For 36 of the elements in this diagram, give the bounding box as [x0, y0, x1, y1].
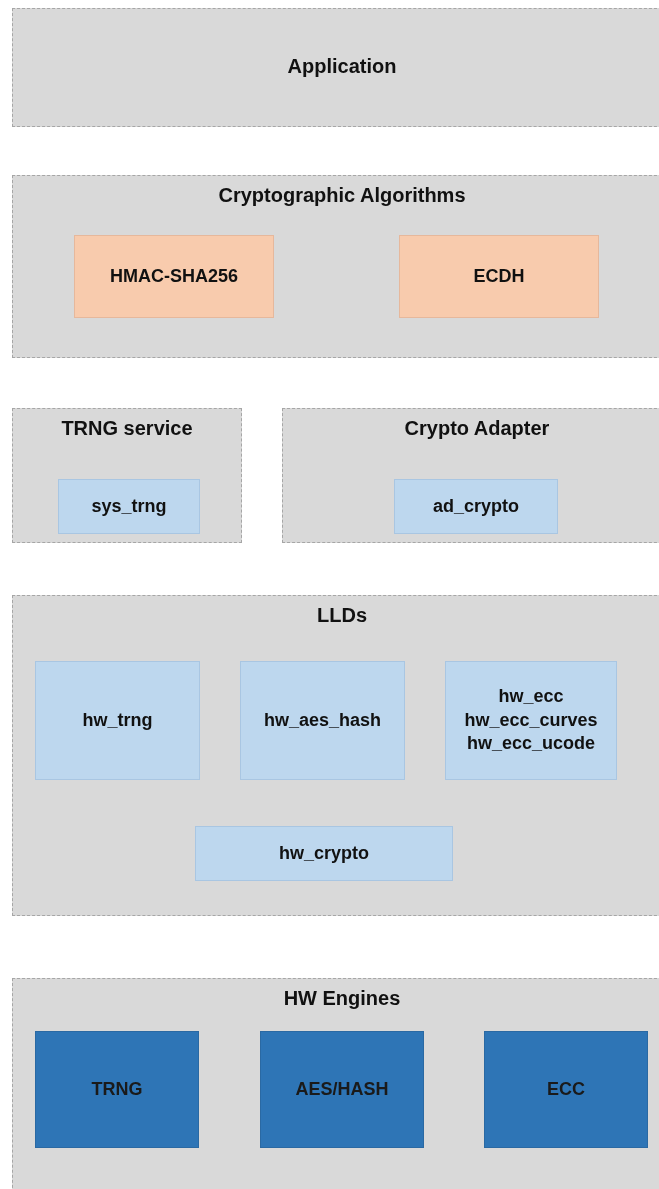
module-box	[445, 661, 617, 780]
layer-panel	[12, 175, 659, 358]
layer-panel	[12, 595, 659, 916]
module-label: ECDH	[473, 264, 525, 288]
module-box	[484, 1031, 648, 1148]
layer-title: LLDs	[316, 604, 368, 627]
module-box	[35, 661, 200, 780]
module-label: hw_ecc	[498, 685, 564, 709]
module-label: hw_crypto	[279, 841, 369, 865]
layer-panel	[282, 408, 659, 543]
module-label: hw_aes_hash	[263, 708, 382, 732]
module-box	[399, 235, 599, 318]
module-label: sys_trng	[91, 494, 167, 518]
layer-title: Application	[286, 55, 398, 78]
module-label: hw_ecc_ucode	[466, 732, 596, 756]
module-label: TRNG	[91, 1077, 143, 1101]
module-label: ad_crypto	[433, 494, 519, 518]
layer-panel	[12, 978, 659, 1189]
module-box	[58, 479, 200, 534]
module-label: ECC	[547, 1077, 585, 1101]
layer-title: Cryptographic Algorithms	[217, 184, 467, 207]
layer-title: HW Engines	[282, 987, 402, 1010]
layer-title: TRNG service	[60, 417, 194, 440]
module-box	[195, 826, 453, 881]
module-label: AES/HASH	[295, 1077, 389, 1101]
layer-panel	[12, 408, 242, 543]
module-label: hw_ecc_curves	[464, 708, 598, 732]
layer-panel	[12, 8, 659, 127]
layer-title: Crypto Adapter	[403, 417, 551, 440]
module-box	[74, 235, 274, 318]
module-label: hw_trng	[82, 708, 153, 732]
module-box	[35, 1031, 199, 1148]
module-label: HMAC-SHA256	[110, 264, 238, 288]
module-box	[260, 1031, 424, 1148]
module-box	[394, 479, 558, 534]
module-box	[240, 661, 405, 780]
